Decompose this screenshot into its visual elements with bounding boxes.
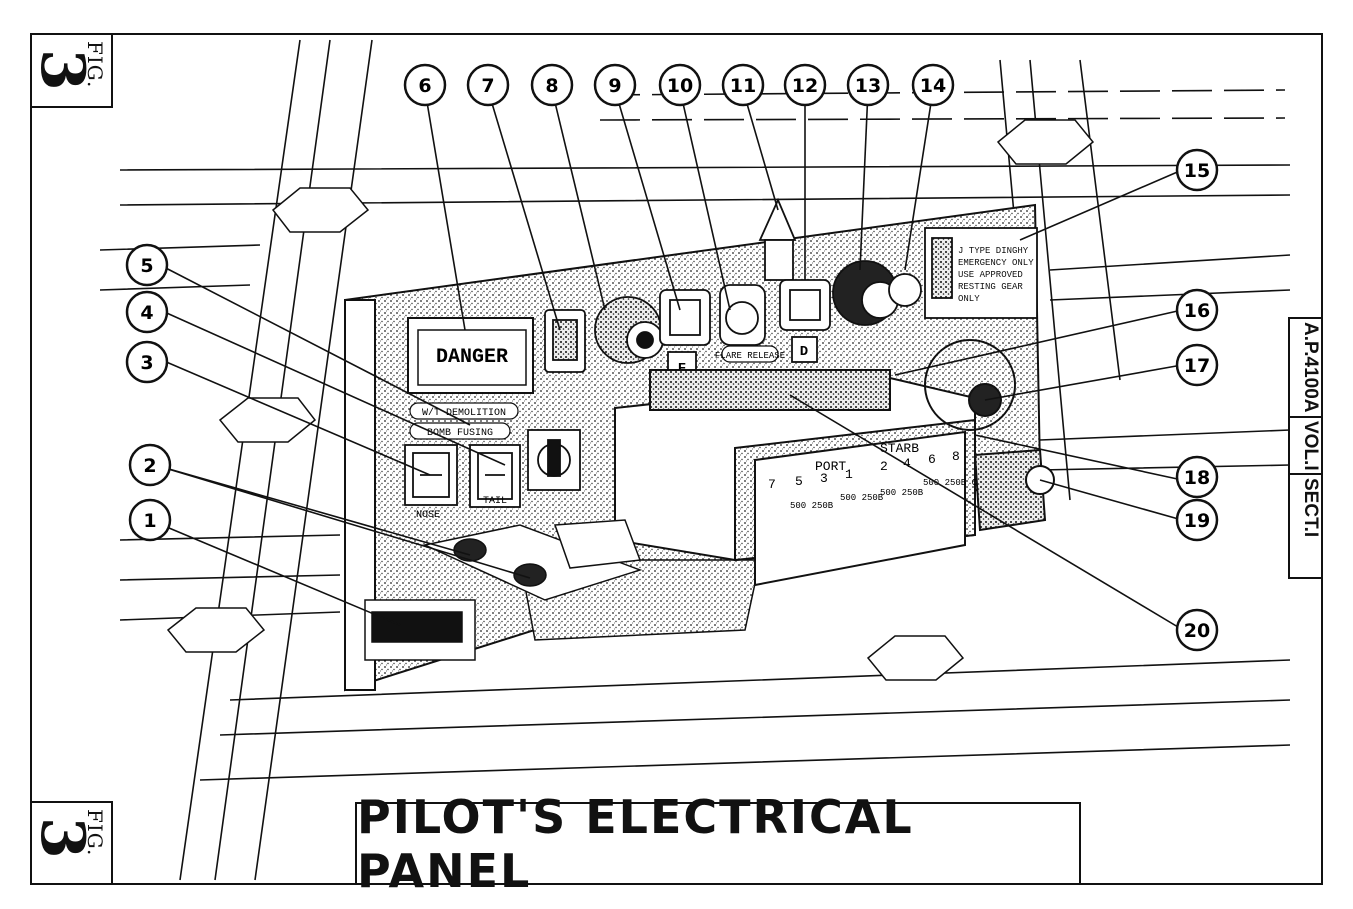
danger-label: DANGER [436,346,508,369]
upper-controls [544,197,1038,381]
station-rating: 500 250B [840,493,884,503]
callout-number: 20 [1184,620,1210,642]
callout-circle [403,63,447,107]
station-number: 6 [928,452,936,467]
callout-number: 11 [730,75,756,97]
figure-tag-top: 3 FIG. [27,33,113,108]
callout-circle [658,63,702,107]
station-rating: 500 250B [790,501,834,511]
callout-circle [128,498,172,542]
callout-number: 5 [140,255,153,277]
callout-circle [846,63,890,107]
wt-demolition-label: W/T DEMOLITION [422,407,506,419]
callout-number: 12 [792,75,818,97]
flare-release-label: FLARE RELEASE [715,351,785,361]
nose-label: NOSE [416,510,440,521]
callout-number: 2 [143,455,156,477]
callout-circle [128,443,172,487]
tail-label: TAIL [483,496,507,507]
callout-circle [466,63,510,107]
callout-circle [783,63,827,107]
starbd-label: STARB [880,441,919,456]
callout-number: 18 [1184,467,1210,489]
callout-number: 8 [545,75,558,97]
callout-number: 13 [855,75,881,97]
callout-circle [1175,343,1219,387]
leader-lines [149,89,1184,631]
callout-circle [911,63,955,107]
station-number: 7 [768,477,776,492]
volume-ref: VOL.I [1290,418,1321,476]
callout-number: 16 [1184,300,1210,322]
callout-number: 1 [143,510,156,532]
switch-d-label: D [800,344,808,360]
callout-circle [530,63,574,107]
station-rating: 500 250B [880,488,924,498]
title-box: PILOT'S ELECTRICAL PANEL [355,790,1081,898]
bomb-fusing-label: BOMB FUSING [427,428,493,439]
callout-number: 15 [1184,160,1210,182]
danger-cover [407,317,534,394]
callout-number: 6 [418,75,431,97]
callout-circle [125,290,169,334]
callout-number: 14 [920,75,946,97]
callout-number: 19 [1184,510,1210,532]
figure-label: FIG. [83,809,107,857]
airframe-structure [99,39,1291,881]
station-number: 2 [880,459,888,474]
callout-circle [593,63,637,107]
gusset-plates [166,119,1095,681]
callout-circle [1175,455,1219,499]
station-rating: 500 250B C [923,478,978,488]
callout-circle [1175,498,1219,542]
figure-title: PILOT'S ELECTRICAL PANEL [357,789,914,898]
figure-tag-bottom: 3 FIG. [27,801,113,885]
flare-release-plate [721,345,779,363]
callout-circle [1175,148,1219,192]
callout-number: 3 [140,352,153,374]
callout-circle [125,243,169,287]
fusing-switches [404,429,581,508]
callout-number: 7 [481,75,494,97]
callout-number: 17 [1184,355,1210,377]
dinghy-note: J TYPE DINGHY EMERGENCY ONLY USE APPROVE… [958,246,1034,304]
callout-number: 4 [140,302,153,324]
wt-demolition-plate [409,402,519,420]
callout-number: 10 [667,75,693,97]
doc-ref: A.P.4100A [1290,319,1321,418]
section-ref: SECT.I [1300,478,1321,538]
callout-circle [1175,288,1219,332]
callout-circle [1175,608,1219,652]
port-label: PORT [815,459,846,474]
station-number: 3 [820,471,828,486]
callout-circle [721,63,765,107]
callout-number: 9 [608,75,621,97]
figure-label: FIG. [83,41,107,89]
station-number: 5 [795,474,803,489]
station-number: 1 [845,467,853,482]
station-number: 4 [903,456,911,471]
document-reference: A.P.4100A VOL.I SECT.I [1288,317,1323,579]
station-number: 8 [952,449,960,464]
lower-plates [364,519,643,661]
bomb-fusing-plate [409,422,511,440]
callout-circle [125,340,169,384]
